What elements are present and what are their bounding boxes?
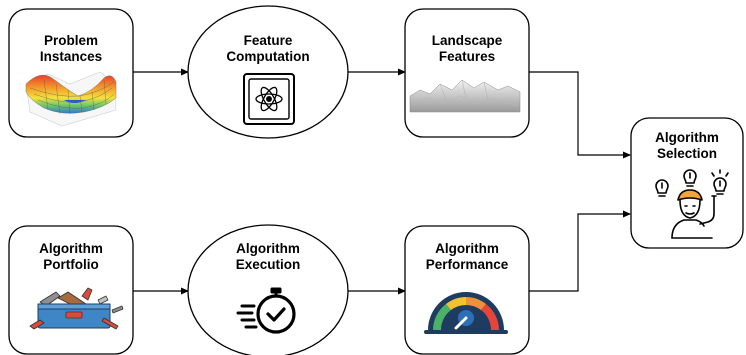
3d-surface-plot-icon [25,71,117,127]
node-feature-computation-ellipse [187,5,349,139]
atom-chip-icon [243,73,295,125]
edges [133,68,631,295]
edge-landscape-to-selection [529,71,631,159]
algorithm-portfolio-line1: Algorithm [39,241,103,256]
edge-performance-to-selection [529,210,631,292]
toolbox-icon [29,287,124,330]
algorithm-performance-line1: Algorithm [435,241,499,256]
algorithm-portfolio-line2: Portfolio [43,257,99,272]
algorithm-selection-line1: Algorithm [655,130,719,145]
algorithm-performance-line2: Performance [425,257,509,272]
feature-computation-line2: Computation [226,49,310,64]
feature-computation-label: Feature Computation [188,33,348,65]
algorithm-portfolio-label: Algorithm Portfolio [9,241,133,273]
algorithm-execution-label: Algorithm Execution [188,241,348,273]
problem-instances-line2: Instances [39,49,103,64]
landscape-features-label: Landscape Features [405,33,529,65]
node-algorithm-execution-ellipse [187,224,349,355]
landscape-features-line1: Landscape [431,33,503,48]
node-landscape-features-box [404,8,530,138]
problem-instances-label: Problem Instances [9,33,133,65]
landscape-features-line2: Features [438,49,496,64]
terrain-landscape-icon [409,79,521,113]
thinking-person-lightbulbs-icon [655,169,729,239]
feature-computation-line1: Feature [243,33,293,48]
algorithm-execution-line2: Execution [235,257,301,272]
problem-instances-line1: Problem [43,33,98,48]
algorithm-execution-line1: Algorithm [236,241,300,256]
speedometer-gauge-icon [424,292,508,334]
algorithm-selection-label: Algorithm Selection [631,130,743,162]
stopwatch-check-icon [236,287,296,334]
algorithm-performance-label: Algorithm Performance [405,241,529,273]
algorithm-selection-line2: Selection [656,146,718,161]
